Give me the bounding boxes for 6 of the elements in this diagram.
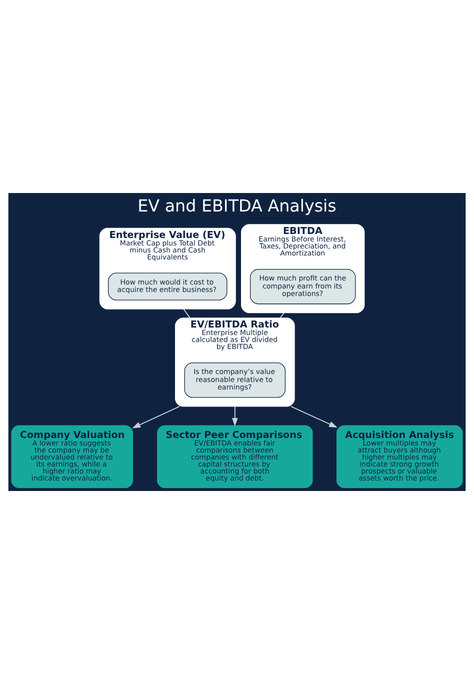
arrow xyxy=(290,405,338,428)
connector xyxy=(183,308,191,318)
diagram-title: EV and EBITDA Analysis xyxy=(138,196,336,215)
connector xyxy=(280,312,284,318)
arrow xyxy=(132,405,180,428)
arrow xyxy=(232,405,238,426)
